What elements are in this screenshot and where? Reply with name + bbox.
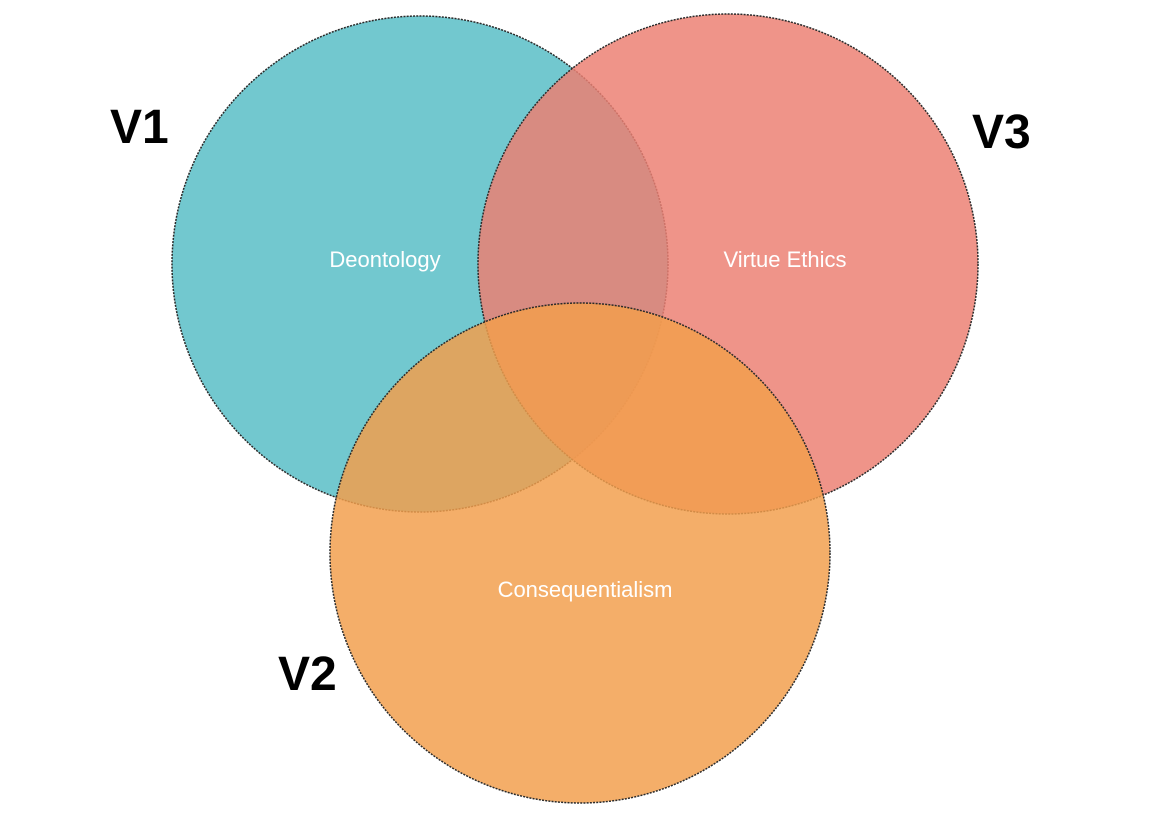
- label-virtue-ethics: Virtue Ethics: [723, 247, 846, 272]
- set-id-v2: V2: [278, 648, 337, 701]
- set-id-v3: V3: [972, 106, 1031, 159]
- label-consequentialism: Consequentialism: [498, 577, 673, 602]
- set-id-v1: V1: [110, 101, 169, 154]
- circle-v2-consequentialism: [329, 302, 831, 804]
- label-deontology: Deontology: [329, 247, 440, 272]
